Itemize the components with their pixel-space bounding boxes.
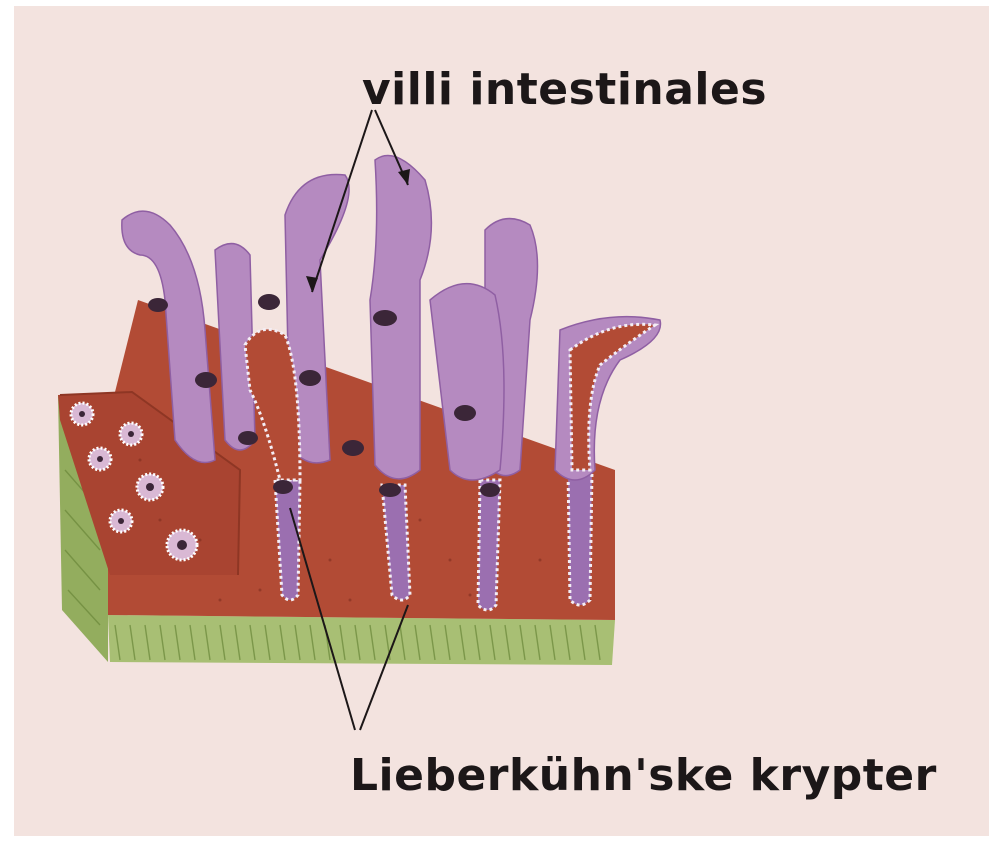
label-lieberkuhn-crypts: Lieberkühn'ske krypter [350,750,937,801]
crypt-4 [568,470,592,605]
label-villi-intestinales: villi intestinales [362,64,767,115]
